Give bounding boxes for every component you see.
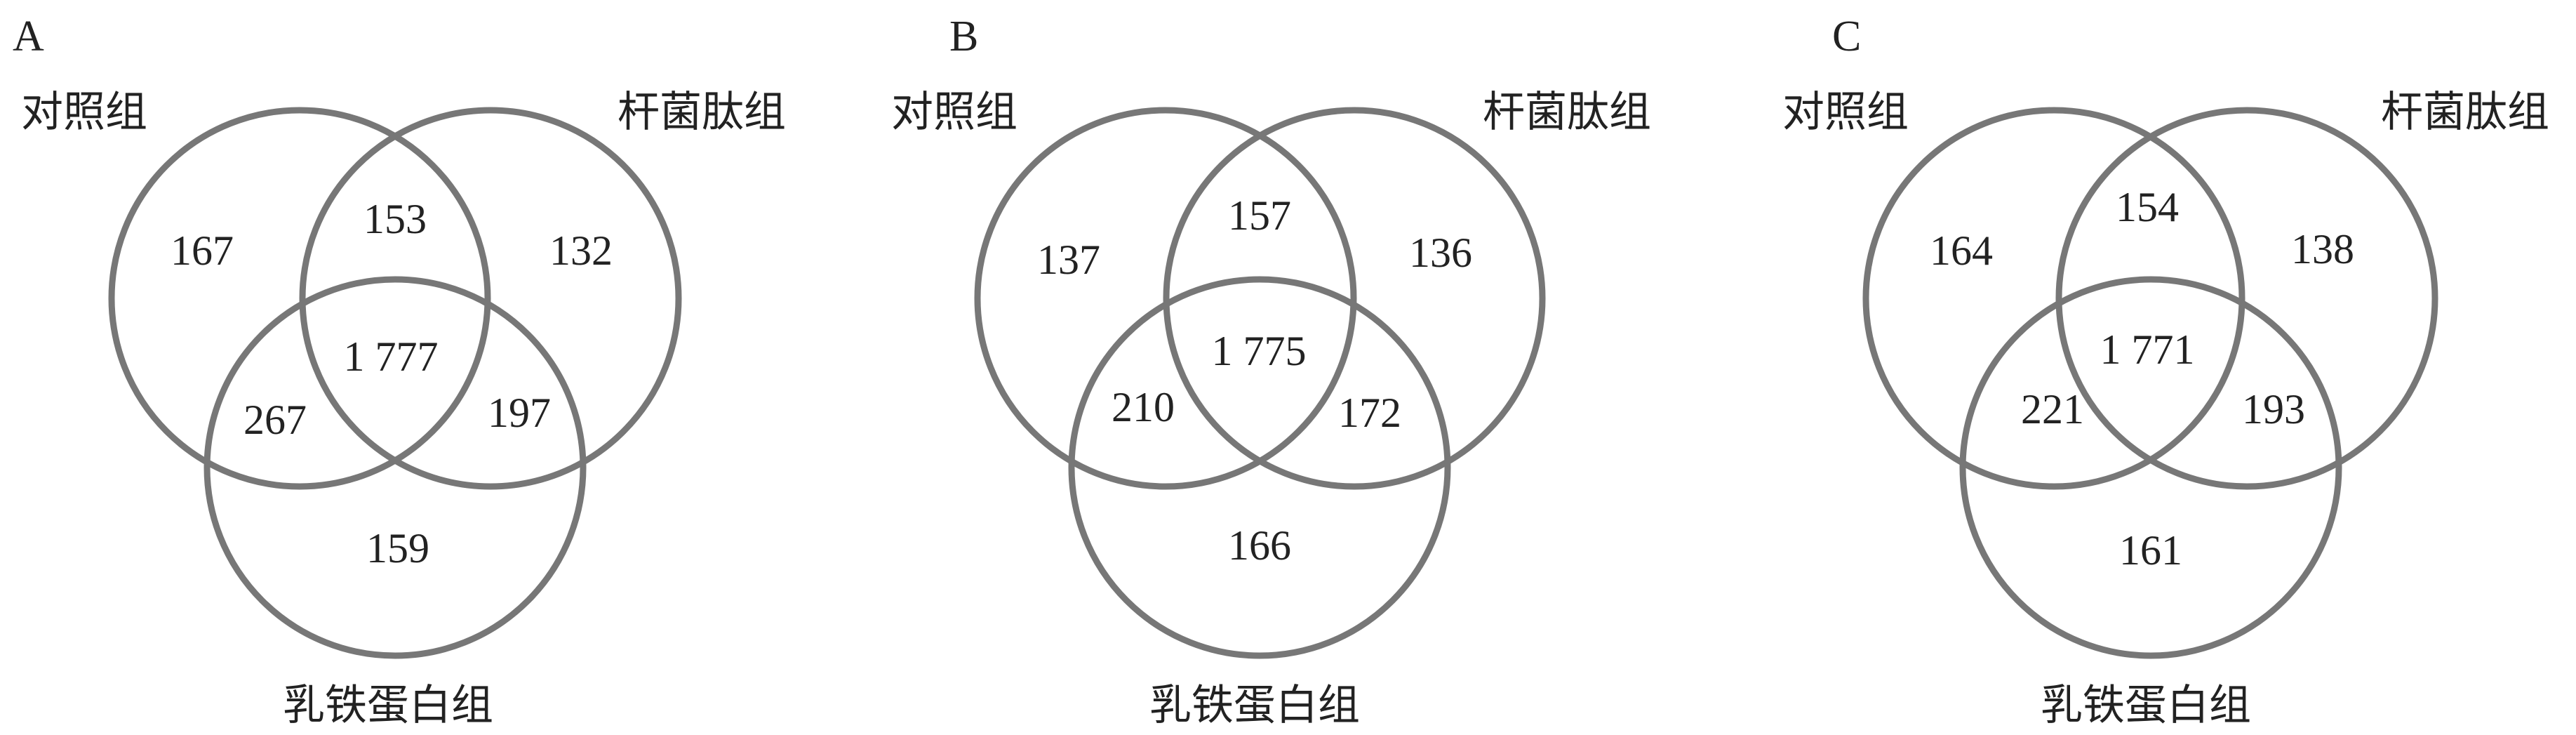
region-control-bacitracin: 157 (1228, 192, 1291, 239)
circle-lactoferrin (203, 276, 587, 659)
region-control-bacitracin: 153 (363, 196, 427, 242)
region-control-only: 137 (1037, 237, 1100, 283)
circle-bacitracin (2055, 107, 2438, 490)
set-label-lactoferrin: 乳铁蛋白组 (1149, 681, 1360, 730)
region-all-three: 1 771 (2100, 326, 2195, 373)
region-bacitracin-only: 138 (2291, 226, 2354, 272)
region-all-three: 1 775 (1212, 328, 1307, 374)
region-bacitracin-only: 136 (1409, 230, 1472, 276)
set-label-lactoferrin: 乳铁蛋白组 (283, 681, 493, 730)
set-label-control: 对照组 (891, 88, 1017, 137)
set-label-bacitracin: 杆菌肽组 (1483, 88, 1651, 137)
region-all-three: 1 777 (344, 333, 439, 380)
circle-bacitracin (1163, 107, 1546, 490)
region-control-lactoferrin: 221 (2021, 386, 2084, 432)
circle-control (974, 107, 1357, 490)
region-bacitracin-only: 132 (549, 227, 613, 274)
set-label-control: 对照组 (21, 88, 147, 137)
region-control-lactoferrin: 210 (1112, 384, 1175, 430)
panel-label-b: B (949, 13, 978, 60)
venn-panel-a: A 对照组 杆菌肽组 乳铁蛋白组 167 153 132 1 777 267 1… (13, 13, 786, 730)
region-lactoferrin-only: 161 (2119, 527, 2182, 574)
circle-bacitracin (299, 107, 682, 490)
set-label-bacitracin: 杆菌肽组 (2381, 88, 2549, 137)
panel-label-a: A (13, 13, 44, 60)
set-label-bacitracin: 杆菌肽组 (618, 88, 786, 137)
circle-lactoferrin (1959, 276, 2342, 659)
set-label-control: 对照组 (1782, 88, 1909, 137)
circle-control (1862, 107, 2245, 490)
circle-control (108, 107, 491, 490)
set-label-lactoferrin: 乳铁蛋白组 (2041, 681, 2251, 730)
venn-panel-c: C 对照组 杆菌肽组 乳铁蛋白组 164 154 138 1 771 221 1… (1782, 13, 2549, 730)
region-lactoferrin-only: 166 (1228, 522, 1291, 569)
region-lactoferrin-only: 159 (366, 525, 429, 571)
circle-lactoferrin (1068, 276, 1451, 659)
venn-panel-b: B 对照组 杆菌肽组 乳铁蛋白组 137 157 136 1 775 210 1… (891, 13, 1651, 730)
region-control-lactoferrin: 267 (243, 397, 307, 443)
panel-label-c: C (1832, 13, 1861, 60)
region-bacitracin-lactoferrin: 193 (2242, 386, 2305, 432)
region-bacitracin-lactoferrin: 172 (1338, 390, 1401, 436)
region-control-only: 167 (171, 227, 234, 274)
region-control-bacitracin: 154 (2116, 184, 2179, 230)
region-control-only: 164 (1930, 227, 1993, 274)
region-bacitracin-lactoferrin: 197 (488, 390, 551, 436)
